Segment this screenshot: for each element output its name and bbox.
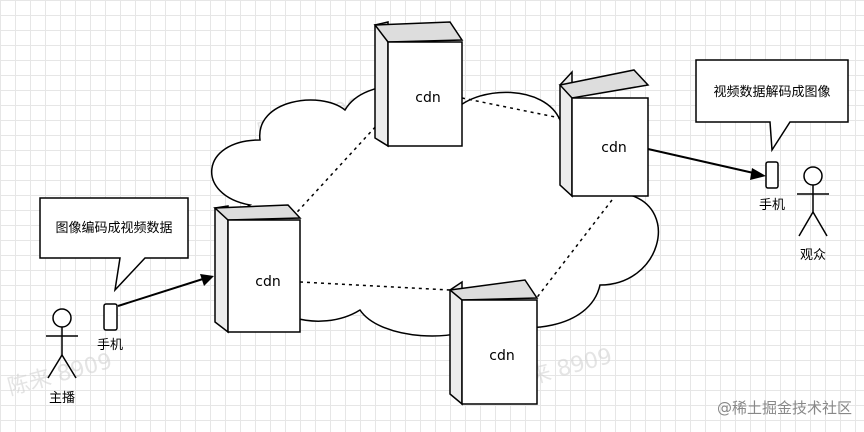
cdn-node-bottom: cdn	[448, 279, 539, 406]
phone-icon	[765, 161, 779, 189]
callout-encode: 图像编码成视频数据	[39, 197, 189, 293]
callout-encode-text: 图像编码成视频数据	[55, 221, 172, 236]
cdn-node-right: cdn	[558, 69, 650, 198]
phone-right: 手机	[759, 161, 785, 213]
cdn-top-label: cdn	[415, 90, 440, 106]
cdn-left-label: cdn	[255, 274, 280, 290]
callout-decode-text: 视频数据解码成图像	[713, 85, 830, 100]
phone-left: 手机	[97, 303, 123, 353]
audience-label: 观众	[800, 248, 826, 263]
link-left-top	[287, 123, 379, 223]
cdn-node-top: cdn	[373, 21, 464, 148]
person-icon	[803, 166, 823, 186]
link-top-right	[461, 97, 561, 119]
brand-watermark: @稀土掘金技术社区	[717, 399, 852, 417]
audience-figure	[797, 166, 829, 237]
cdn-node-left: cdn	[213, 204, 302, 334]
streamer-figure	[46, 308, 78, 379]
phone-right-label: 手机	[759, 198, 785, 213]
cdn-bottom-label: cdn	[489, 348, 514, 364]
callout-decode: 视频数据解码成图像	[695, 59, 849, 153]
link-right-bottom	[534, 199, 613, 301]
person-icon	[52, 308, 72, 328]
cdn-links	[287, 97, 613, 301]
phone-icon	[103, 303, 118, 331]
cdn-right-label: cdn	[601, 140, 626, 156]
arrow-download	[647, 148, 766, 180]
streamer-label: 主播	[49, 391, 75, 406]
arrow-upload	[117, 274, 214, 307]
phone-left-label: 手机	[97, 338, 123, 353]
